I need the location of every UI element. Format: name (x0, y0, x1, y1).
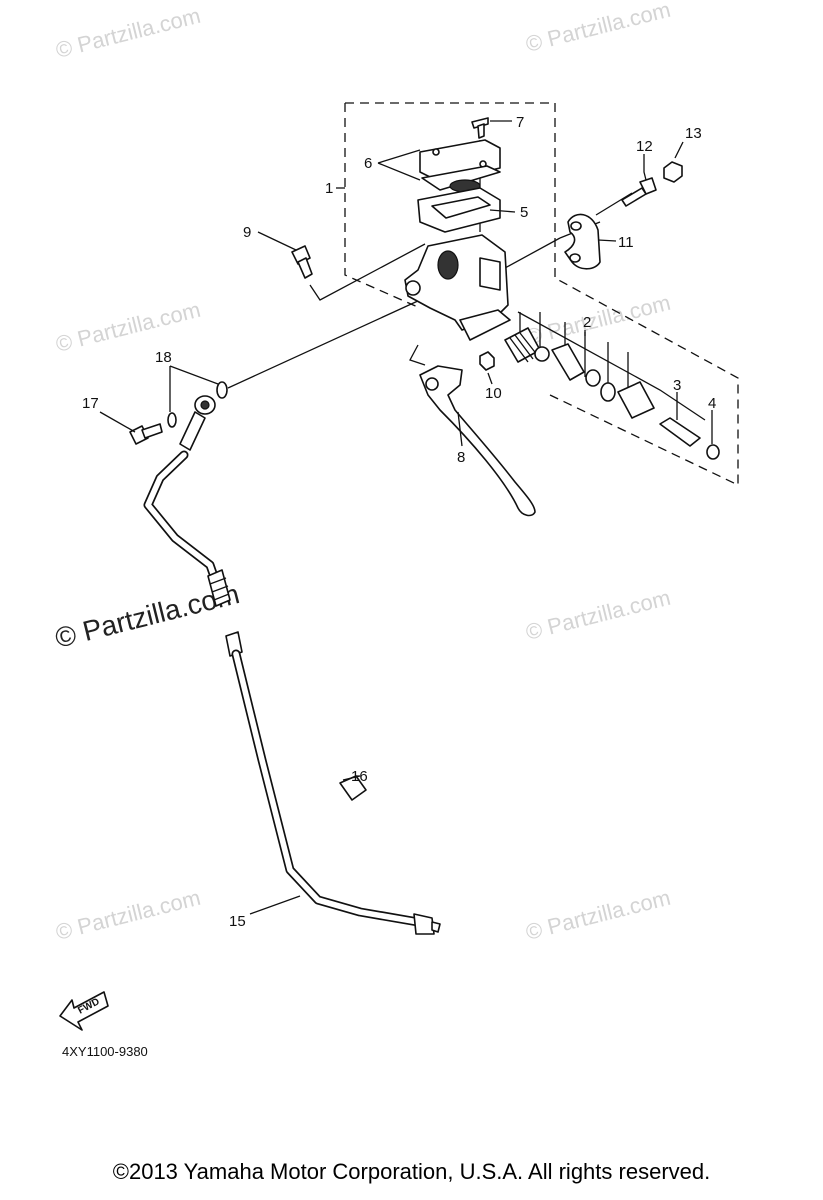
callout-16: 16 (351, 768, 368, 785)
watermarks: © Partzilla.com © Partzilla.com © Partzi… (52, 0, 673, 945)
watermark-3: © Partzilla.com (53, 297, 203, 357)
callout-8: 8 (457, 449, 465, 466)
fwd-arrow-icon: FWD (59, 991, 109, 1031)
callout-18: 18 (155, 349, 172, 366)
clamp-bolt (621, 177, 657, 207)
watermark-1: © Partzilla.com (53, 3, 203, 63)
callout-6: 6 (364, 155, 372, 172)
pivot-nut (479, 351, 495, 371)
washer-top (216, 381, 228, 399)
watermark-4: © Partzilla.com (523, 290, 673, 350)
diagram-code: 4XY1100-9380 (62, 1044, 148, 1059)
banjo-fitting (179, 395, 216, 451)
watermark-2: © Partzilla.com (523, 0, 673, 57)
parts-diagram: © Partzilla.com © Partzilla.com © Partzi… (52, 0, 739, 1059)
callout-11: 11 (618, 234, 634, 251)
callout-4: 4 (708, 395, 716, 412)
clamp-nut (663, 161, 683, 183)
callout-10: 10 (485, 385, 502, 402)
watermark-5: © Partzilla.com (523, 585, 673, 645)
brake-lever (419, 365, 536, 517)
banjo-bolt-17 (129, 423, 163, 445)
washer-bottom (167, 412, 177, 428)
callout-12: 12 (636, 138, 653, 155)
callout-numbers: 1 2 3 4 5 6 7 8 9 10 11 12 13 15 16 17 1… (82, 114, 716, 930)
clamp (564, 213, 601, 270)
callout-9: 9 (243, 224, 251, 241)
gasket (417, 187, 501, 233)
reservoir-cap (419, 139, 501, 193)
assembly-boundary (344, 102, 739, 487)
watermark-7: © Partzilla.com (523, 885, 673, 945)
rod-boot (706, 444, 720, 460)
push-rod (659, 417, 701, 447)
callout-15: 15 (229, 913, 246, 930)
callout-7: 7 (516, 114, 524, 131)
callout-1: 1 (325, 180, 333, 197)
callout-5: 5 (520, 204, 528, 221)
master-cylinder-body (404, 234, 511, 341)
cap-screw (471, 117, 489, 139)
callout-17: 17 (82, 395, 99, 412)
brake-hose-lower (225, 631, 441, 935)
callout-13: 13 (685, 125, 702, 142)
banjo-bolt-9 (291, 245, 313, 279)
copyright-notice: ©2013 Yamaha Motor Corporation, U.S.A. A… (112, 1159, 711, 1184)
watermark-6: © Partzilla.com (53, 885, 203, 945)
callout-3: 3 (673, 377, 681, 394)
callout-2: 2 (583, 314, 591, 331)
brake-hose-upper (143, 450, 231, 607)
leader-lines (99, 120, 713, 915)
piston-kit (504, 312, 655, 419)
